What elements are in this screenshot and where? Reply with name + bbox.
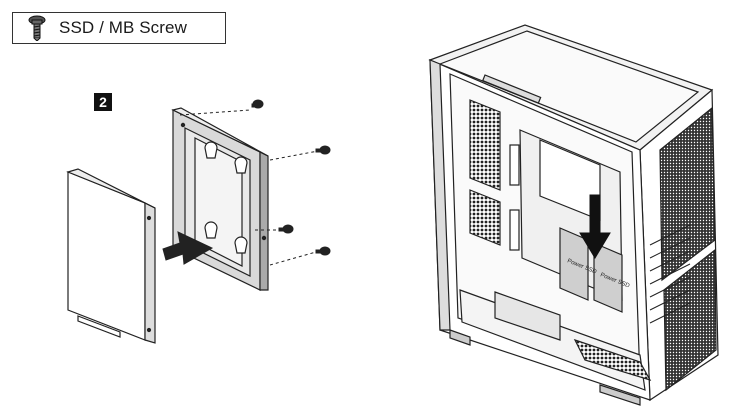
ssd-drive — [66, 168, 156, 344]
screw-legend: SSD / MB Screw — [12, 12, 226, 44]
screw-icon — [28, 15, 46, 41]
insert-arrow — [162, 231, 214, 265]
bracket-screws — [179, 99, 331, 266]
pc-case — [428, 24, 719, 406]
legend-label: SSD / MB Screw — [59, 18, 187, 37]
step-2-badge: 2 — [94, 93, 112, 111]
ssd-bracket — [171, 107, 269, 291]
mount-arrow — [579, 194, 611, 259]
